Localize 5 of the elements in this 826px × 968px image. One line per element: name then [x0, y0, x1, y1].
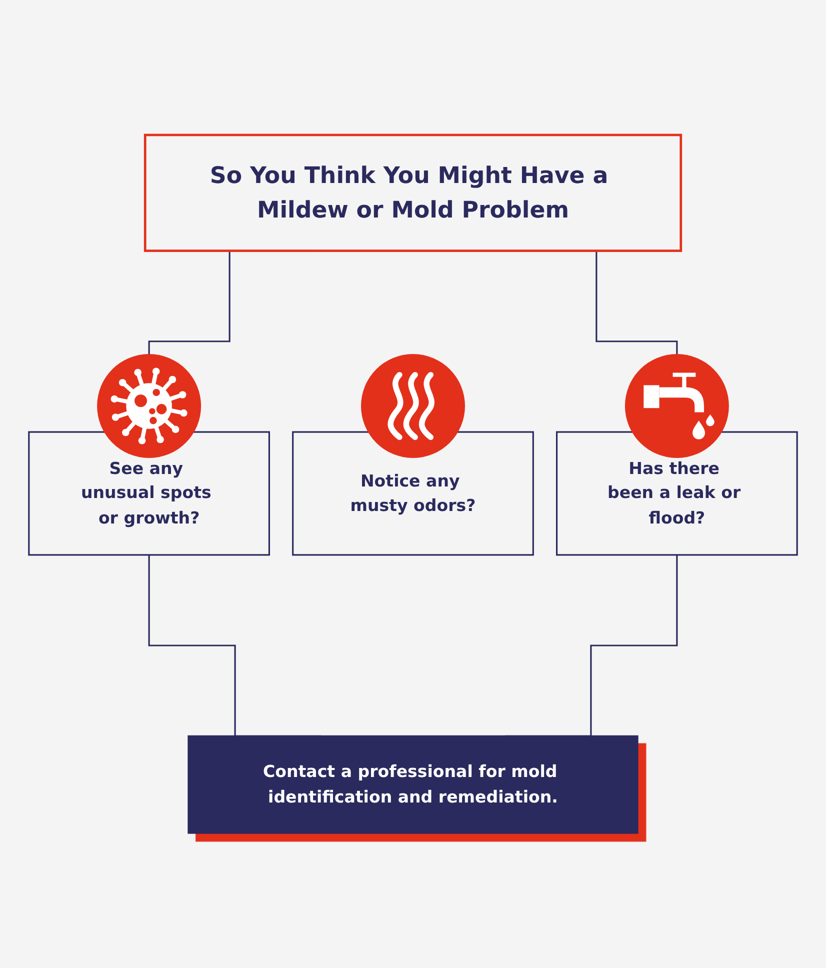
node-box: So You Think You Might Have a Mildew or Mold Problem	[144, 134, 682, 252]
node-box: Notice any musty odors?	[292, 431, 534, 556]
node-box: Has there been a leak or flood?	[556, 431, 798, 556]
node-box: Contact a professional for mold identification and remediation.	[188, 735, 638, 834]
node-box: See any unusual spots or growth?	[28, 431, 270, 556]
